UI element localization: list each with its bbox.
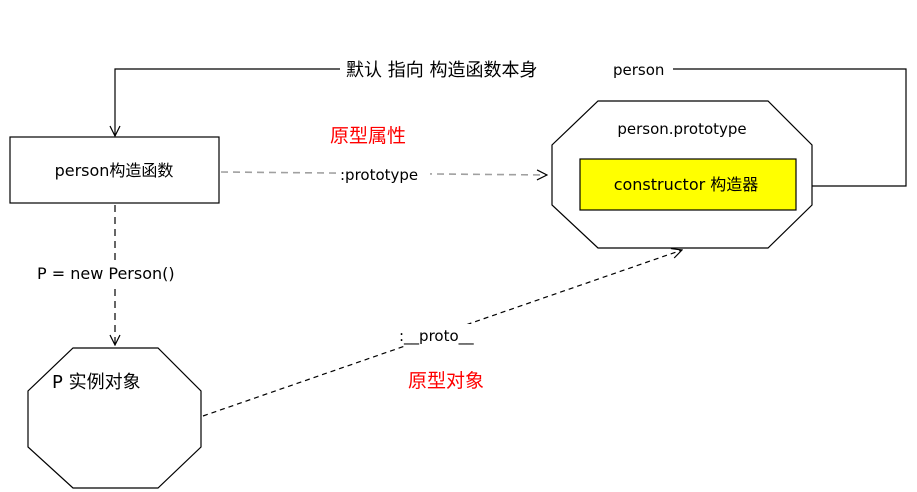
instance-octagon: P 实例对象	[27, 347, 202, 489]
default-points-person-label: person	[613, 61, 664, 79]
prototype-octagon-label: person.prototype	[617, 120, 746, 138]
proto-link-annotation: 原型对象	[408, 370, 484, 392]
constructor-back-line	[115, 68, 907, 187]
constructor-property-box	[579, 158, 797, 211]
prototype-link-label: :prototype	[340, 166, 418, 184]
prototype-octagon: person.prototype constructor 构造器	[551, 100, 813, 249]
edge-prototype-link: :prototype 原型属性	[220, 125, 547, 184]
default-points-label: 默认 指向 构造函数本身	[346, 60, 537, 81]
constructor-property-label: constructor 构造器	[614, 175, 759, 194]
proto-link-label: :__proto__	[399, 327, 474, 346]
constructor-box-label: person构造函数	[55, 161, 174, 180]
edge-default-points: 默认 指向 构造函数本身 person	[115, 56, 907, 187]
prototype-link-annotation: 原型属性	[330, 125, 406, 147]
edge-new-link: P = new Person()	[33, 205, 197, 345]
constructor-box: person构造函数	[9, 136, 220, 204]
edge-proto-link: :__proto__ 原型对象	[202, 250, 682, 417]
instance-octagon-label: P 实例对象	[52, 372, 141, 393]
new-link-label: P = new Person()	[37, 264, 175, 283]
